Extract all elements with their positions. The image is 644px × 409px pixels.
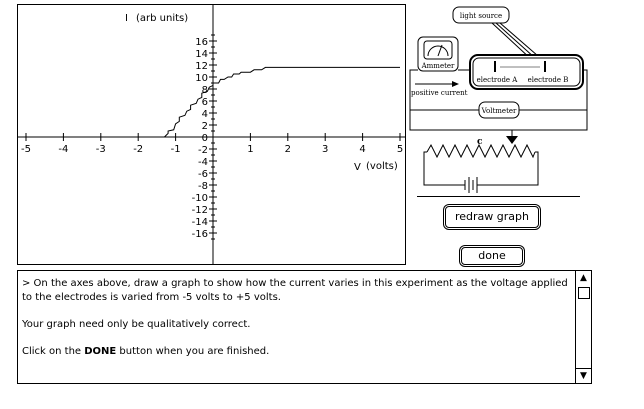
- y-tick-label: -8: [198, 181, 208, 192]
- separator-line: [417, 196, 580, 197]
- x-tick-label: -5: [21, 144, 31, 155]
- x-tick-label: 1: [247, 144, 253, 155]
- x-tick-label: 3: [322, 144, 328, 155]
- sliding-contact-arrow-icon: [506, 136, 518, 144]
- x-axis-label: V: [354, 162, 361, 173]
- y-tick-label: 14: [195, 49, 208, 60]
- scroll-up-arrow-icon[interactable]: ▲: [576, 271, 591, 286]
- y-tick-label: -14: [192, 217, 208, 228]
- instruction-line-1: > On the axes above, draw a graph to sho…: [22, 278, 568, 303]
- y-tick-label: 2: [202, 121, 208, 132]
- voltmeter-box: [478, 101, 520, 119]
- electrode-tube: [469, 54, 584, 90]
- done-button[interactable]: done: [461, 247, 523, 265]
- electrode-a-label: electrode A: [477, 76, 519, 84]
- outer-circuit-wire: [409, 69, 588, 131]
- instruction-line-2: Your graph need only be qualitatively co…: [22, 319, 251, 330]
- instruction-line-3: Click on the DONE button when you are fi…: [22, 346, 270, 357]
- x-tick-label: -4: [58, 144, 68, 155]
- y-tick-label: -16: [192, 229, 208, 240]
- x-tick-label: 5: [397, 144, 403, 155]
- light-source-box: [452, 6, 510, 24]
- y-tick-label: -10: [192, 193, 208, 204]
- y-axis-label: I: [125, 13, 128, 24]
- circuit-diagram: light source Ammeter electrode A electro…: [409, 6, 588, 193]
- y-tick-label: 10: [195, 73, 208, 84]
- y-tick-label: -2: [198, 145, 208, 156]
- y-tick-label: 8: [202, 85, 208, 96]
- y-tick-label: -12: [192, 205, 208, 216]
- y-tick-label: 4: [202, 109, 208, 120]
- redraw-graph-button[interactable]: redraw graph: [445, 206, 539, 228]
- scroll-down-arrow-icon[interactable]: ▼: [576, 368, 591, 383]
- scrollbar[interactable]: ▲ ▼: [575, 271, 591, 383]
- contact-label: c: [477, 137, 483, 147]
- ammeter-dial-icon: [423, 40, 453, 60]
- x-axis-unit: (volts): [366, 161, 398, 172]
- light-beam: [491, 22, 533, 61]
- electrode-b-label: electrode B: [528, 76, 569, 84]
- instructions-text: > On the axes above, draw a graph to sho…: [22, 277, 574, 359]
- y-tick-label: 16: [195, 37, 208, 48]
- y-tick-label: 12: [195, 61, 208, 72]
- y-tick-label: 6: [202, 97, 208, 108]
- scrollbar-track[interactable]: [576, 285, 591, 369]
- iv-curve-line: [26, 66, 400, 138]
- instructions-panel[interactable]: > On the axes above, draw a graph to sho…: [17, 270, 592, 384]
- y-tick-label: 0: [202, 133, 208, 144]
- light-source-label: light source: [460, 12, 502, 20]
- potentiometer-resistor: [426, 143, 536, 159]
- x-tick-label: -1: [171, 144, 181, 155]
- x-tick-label: 4: [359, 144, 365, 155]
- x-tick-label: -3: [96, 144, 106, 155]
- voltmeter-label: Voltmeter: [481, 107, 517, 115]
- y-tick-label: -4: [198, 157, 208, 168]
- positive-current-label: positive current: [411, 89, 468, 97]
- ammeter-label: Ammeter: [421, 62, 455, 70]
- x-tick-label: 2: [285, 144, 291, 155]
- scrollbar-thumb[interactable]: [578, 287, 590, 299]
- y-tick-label: -6: [198, 169, 208, 180]
- x-tick-label: -2: [133, 144, 143, 155]
- y-axis-unit: (arb units): [136, 13, 188, 24]
